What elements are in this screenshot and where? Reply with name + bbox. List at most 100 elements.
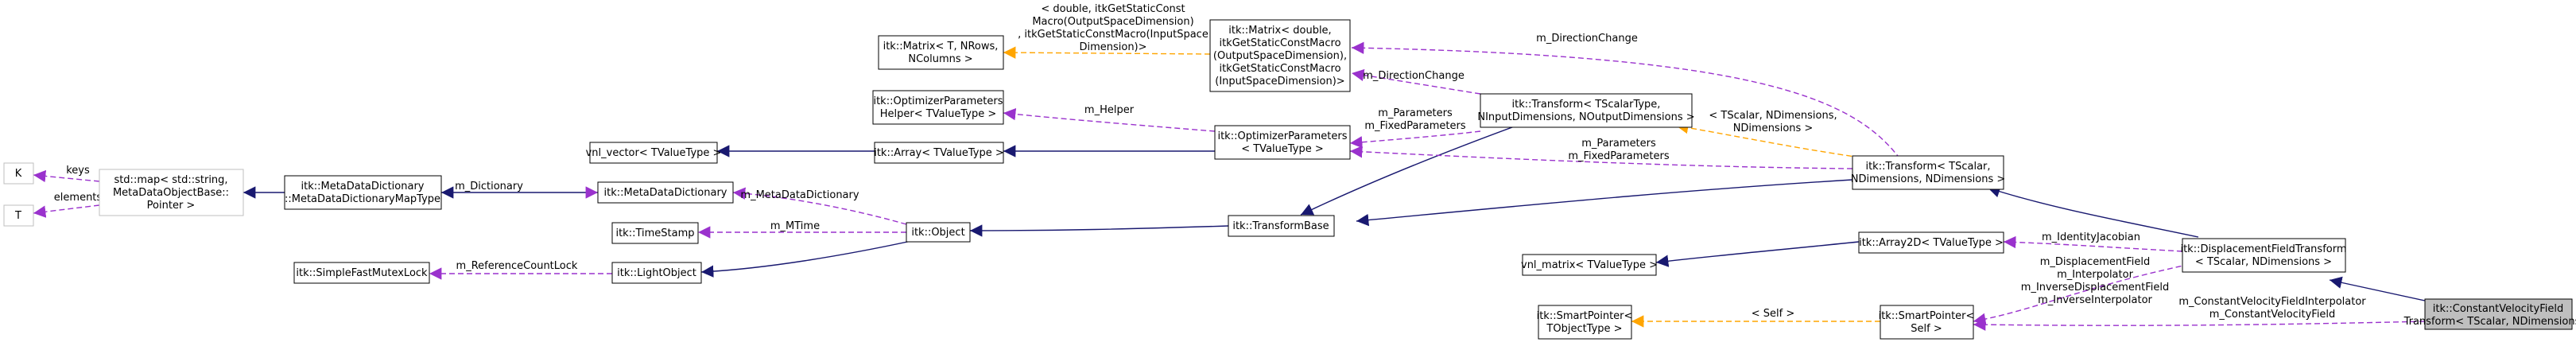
label-identity-jacobian: m_IdentityJacobian bbox=[2042, 231, 2140, 243]
node-label-line: NInputDimensions, NOutputDimensions > bbox=[1477, 111, 1694, 123]
node-array[interactable]: itk::Array< TValueType > bbox=[874, 142, 1004, 164]
node-smart-pointer[interactable]: itk::SmartPointer<TObjectType > bbox=[1537, 305, 1633, 340]
node-label-line: (InputSpaceDimension)> bbox=[1215, 76, 1344, 87]
edge-label-line: m_ReferenceCountLock bbox=[456, 260, 578, 272]
svg-text:itk::TransformBase: itk::TransformBase bbox=[1232, 220, 1329, 232]
node-label-line: (OutputSpaceDimension), bbox=[1213, 50, 1347, 62]
label-helper: m_Helper bbox=[1084, 104, 1135, 116]
node-label-line: < TValueType > bbox=[1241, 143, 1324, 155]
node-label-line: itk::SmartPointer< bbox=[1879, 310, 1975, 322]
edge-transformbase-to-object bbox=[969, 224, 1229, 237]
edge-metadata-dictionary bbox=[732, 187, 907, 225]
node-label-line: T bbox=[14, 210, 21, 222]
edge-parameters-from-transform bbox=[1349, 146, 1853, 169]
node-simple-fast-mutex-lock[interactable]: itk::SimpleFastMutexLock bbox=[293, 262, 430, 284]
edge-transform-full-to-transformbase bbox=[1300, 124, 1519, 216]
edge-cvft-members bbox=[1973, 318, 2426, 331]
edge-label-line: m_Interpolator bbox=[2057, 269, 2134, 281]
node-transform-base[interactable]: itk::TransformBase bbox=[1228, 215, 1335, 237]
label-direction-change: m_DirectionChange bbox=[1363, 70, 1465, 82]
node-label-line: TObjectType > bbox=[1546, 323, 1622, 335]
edge-label-line: m_Helper bbox=[1084, 104, 1135, 116]
edge-label-line: m_FixedParameters bbox=[1568, 150, 1669, 162]
edge-label-line: m_MetaDataDictionary bbox=[740, 189, 859, 201]
edge-label-line: m_FixedParameters bbox=[1364, 120, 1465, 132]
node-smart-pointer-self[interactable]: itk::SmartPointer<Self > bbox=[1879, 305, 1975, 340]
node-label-line: itk::MetaDataDictionary bbox=[604, 187, 727, 199]
node-label-line: Pointer > bbox=[147, 200, 196, 212]
node-t[interactable]: T bbox=[3, 204, 34, 227]
node-label-line: itk::TimeStamp bbox=[615, 227, 694, 239]
edge-direction-change bbox=[1351, 68, 1481, 95]
edge-labels: m_DirectionChange m_DirectionChange < do… bbox=[54, 3, 2366, 321]
edge-label-line: m_InverseInterpolator bbox=[2038, 294, 2152, 306]
node-label-line: itk::MetaDataDictionary bbox=[301, 181, 425, 192]
node-label-line: itk::OptimizerParameters bbox=[873, 95, 1003, 107]
edge-label-line: m_InverseDisplacementField bbox=[2021, 282, 2169, 294]
node-vnl-vector[interactable]: vnl_vector< TValueType > bbox=[586, 142, 722, 164]
edge-label-line: m_ConstantVelocityField bbox=[2209, 309, 2336, 321]
edge-label-line: Dimension)> bbox=[1079, 41, 1146, 53]
node-k[interactable]: K bbox=[3, 162, 34, 185]
node-label-line: < TScalar, NDimensions > bbox=[2195, 256, 2332, 268]
edge-keys bbox=[33, 169, 100, 183]
node-label-line: itk::Transform< TScalar, bbox=[1865, 161, 1990, 173]
node-transform[interactable]: itk::Transform< TScalar,NDimensions, NDi… bbox=[1851, 155, 2006, 190]
node-std-map[interactable]: std::map< std::string,MetaDataObjectBase… bbox=[99, 169, 244, 216]
node-label-line: itk::SmartPointer< bbox=[1537, 310, 1633, 322]
node-array2d[interactable]: itk::Array2D< TValueType > bbox=[1858, 231, 2004, 254]
node-optimizer-parameters[interactable]: itk::OptimizerParameters< TValueType > bbox=[1214, 125, 1351, 160]
svg-text:itk::MetaDataDictionary: itk::MetaDataDictionary bbox=[604, 187, 727, 199]
node-transform-full[interactable]: itk::Transform< TScalarType,NInputDimens… bbox=[1477, 93, 1695, 128]
node-light-object[interactable]: itk::LightObject bbox=[611, 262, 702, 284]
node-label-line: itk::Array2D< TValueType > bbox=[1859, 237, 2004, 249]
node-label-line: Self > bbox=[1911, 323, 1942, 335]
node-label-line: itk::SimpleFastMutexLock bbox=[296, 267, 428, 279]
svg-text:itk::Array2D< TValueType >: itk::Array2D< TValueType > bbox=[1859, 237, 2004, 249]
svg-text:vnl_matrix< TValueType >: vnl_matrix< TValueType > bbox=[1521, 259, 1658, 271]
node-label-line: itk::DisplacementFieldTransform bbox=[2180, 243, 2346, 255]
node-label-line: vnl_vector< TValueType > bbox=[586, 147, 722, 159]
node-displacement-field-transform[interactable]: itk::DisplacementFieldTransform< TScalar… bbox=[2180, 238, 2347, 273]
edge-label-line: NDimensions > bbox=[1733, 122, 1814, 134]
node-time-stamp[interactable]: itk::TimeStamp bbox=[611, 222, 699, 244]
label-keys: keys bbox=[66, 165, 90, 177]
edge-label-line: , itkGetStaticConstMacro(InputSpace bbox=[1018, 29, 1208, 41]
node-label-line: K bbox=[15, 168, 22, 180]
svg-text:itk::Transform< TScalar,NDimen: itk::Transform< TScalar,NDimensions, NDi… bbox=[1851, 161, 2006, 185]
svg-text:vnl_vector< TValueType >: vnl_vector< TValueType > bbox=[586, 147, 722, 159]
node-label-line: itk::OptimizerParameters bbox=[1217, 130, 1347, 142]
svg-text:itk::DisplacementFieldTransfor: itk::DisplacementFieldTransform< TScalar… bbox=[2180, 243, 2346, 268]
node-label-line: itk::Matrix< double, bbox=[1228, 25, 1331, 37]
node-label-line: itk::ConstantVelocityField bbox=[2433, 303, 2563, 315]
edge-label-line: m_ConstantVelocityFieldInterpolator bbox=[2178, 296, 2366, 308]
node-matrix-specialized[interactable]: itk::Matrix< double,itkGetStaticConstMac… bbox=[1209, 19, 1351, 92]
label-refcount-lock: m_ReferenceCountLock bbox=[456, 260, 578, 272]
node-object[interactable]: itk::Object bbox=[906, 222, 971, 243]
edge-object-to-lightobject bbox=[700, 238, 923, 278]
edge-label-line: m_DirectionChange bbox=[1536, 33, 1638, 45]
node-label-line: vnl_matrix< TValueType > bbox=[1521, 259, 1658, 271]
node-vnl-matrix[interactable]: vnl_matrix< TValueType > bbox=[1521, 254, 1658, 276]
node-label-line: itk::Object bbox=[911, 227, 964, 239]
node-label-line: itk::LightObject bbox=[617, 267, 696, 279]
node-label-line: NDimensions, NDimensions > bbox=[1851, 173, 2006, 185]
node-metadata-dictionary-map-type[interactable]: itk::MetaDataDictionary::MetaDataDiction… bbox=[284, 175, 442, 210]
edge-transform-to-transformbase bbox=[1356, 179, 1853, 227]
node-matrix[interactable]: itk::Matrix< T, NRows,NColumns > bbox=[878, 35, 1004, 70]
svg-text:itk::Array< TValueType >: itk::Array< TValueType > bbox=[874, 147, 1004, 159]
node-label-line: ::MetaDataDictionaryMapType bbox=[285, 193, 440, 205]
label-metadata-dictionary: m_MetaDataDictionary bbox=[740, 189, 859, 201]
svg-text:itk::Matrix< T, NRows,NColumns: itk::Matrix< T, NRows,NColumns > bbox=[883, 41, 999, 65]
edge-dft-to-transform bbox=[1987, 185, 2199, 238]
label-transform-template: < TScalar, NDimensions,NDimensions > bbox=[1709, 110, 1837, 134]
node-metadata-dictionary[interactable]: itk::MetaDataDictionary bbox=[597, 181, 734, 204]
edge-helper bbox=[1003, 107, 1216, 132]
edge-label-line: m_IdentityJacobian bbox=[2042, 231, 2140, 243]
svg-text:itk::LightObject: itk::LightObject bbox=[617, 267, 696, 279]
